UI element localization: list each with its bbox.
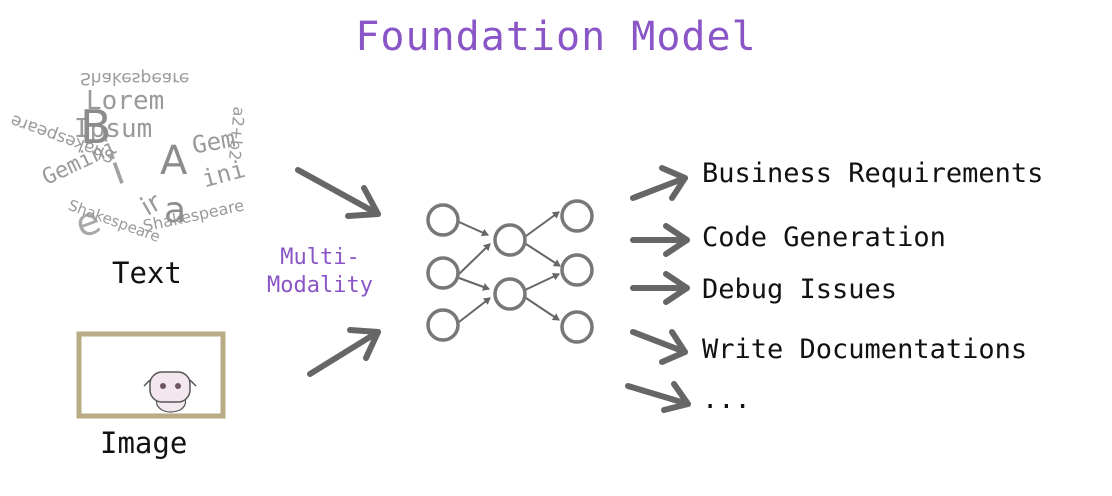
output-write-documentations: Write Documentations [702, 334, 1028, 365]
output-debug-issues: Debug Issues [702, 274, 898, 305]
output-arrow-1-icon [630, 165, 688, 201]
arrow-from-text-icon [295, 167, 381, 219]
text-label: Text [112, 256, 182, 290]
robot-mascot-icon [143, 371, 197, 413]
cloud-word: Ipsum [74, 114, 153, 144]
output-arrow-4-icon [630, 329, 688, 365]
output-arrow-5-icon [625, 381, 691, 413]
output-code-generation: Code Generation [702, 222, 946, 253]
neural-network-icon [426, 199, 594, 344]
arrow-from-image-icon [307, 327, 381, 377]
cloud-word: Lorem [86, 86, 165, 116]
image-label: Image [100, 426, 188, 460]
modality-line-2: Modality [267, 273, 373, 298]
modality-line-1: Multi- [280, 245, 360, 270]
image-thumbnail [76, 331, 226, 419]
multi-modality-label: Multi- Modality [250, 244, 390, 300]
input-arrows [295, 167, 381, 377]
cloud-word: a [164, 190, 187, 231]
cloud-word: B [80, 100, 112, 154]
cloud-word: A [160, 138, 188, 184]
page-title: Foundation Model [355, 14, 757, 60]
output-arrow-3-icon [630, 271, 690, 305]
output-arrows [625, 165, 691, 413]
output-ellipsis: ... [702, 384, 751, 415]
output-business-requirements: Business Requirements [702, 158, 1044, 189]
output-arrow-2-icon [630, 223, 690, 257]
